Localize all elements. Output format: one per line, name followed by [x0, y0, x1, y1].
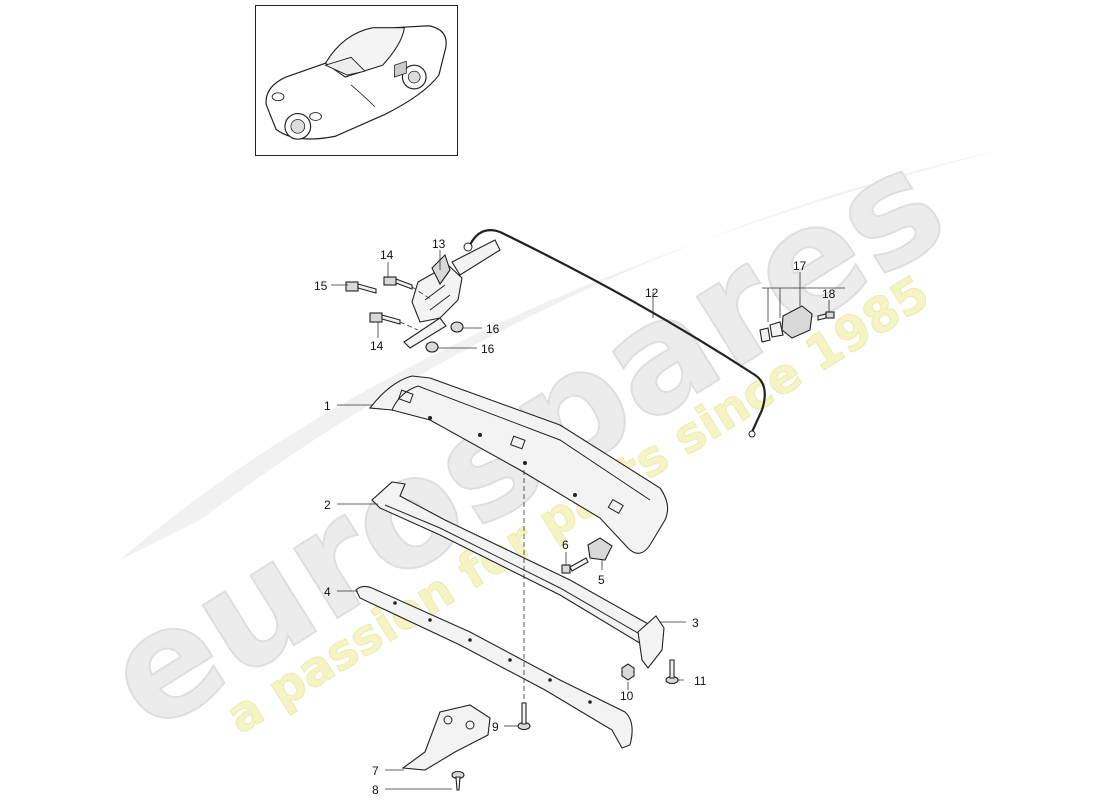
part-10-nut: [621, 663, 635, 681]
part-18-screw: [817, 311, 835, 321]
part-14-bolt-lower: [369, 312, 401, 325]
callout-8: 8: [372, 783, 379, 797]
part-4-lower-strip: [355, 585, 633, 749]
callout-11: 11: [694, 674, 707, 688]
callout-9: 9: [492, 720, 499, 734]
callout-16a: 16: [486, 322, 500, 336]
callout-13: 13: [432, 237, 446, 251]
callout-18: 18: [822, 287, 836, 301]
part-16-washer-lower: [425, 341, 439, 353]
callout-2: 2: [324, 498, 331, 512]
vehicle-thumbnail: [255, 5, 458, 156]
callout-3: 3: [692, 616, 699, 630]
callout-4: 4: [324, 585, 331, 599]
callout-10: 10: [620, 689, 634, 703]
part-8-screw: [451, 770, 465, 791]
callout-15: 15: [314, 279, 328, 293]
callout-1: 1: [324, 399, 331, 413]
part-3-end-cap: [637, 615, 665, 669]
leader-lines: [331, 250, 845, 790]
part-14-bolt-upper: [383, 276, 413, 290]
part-12-cable-end-2: [748, 430, 756, 438]
part-12-cable-end: [463, 242, 473, 252]
part-16-washer-upper: [450, 321, 464, 333]
callout-12: 12: [645, 286, 659, 300]
callout-5: 5: [598, 573, 605, 587]
callout-7: 7: [372, 764, 379, 778]
part-7-bracket: [401, 704, 491, 771]
callout-14b: 14: [370, 339, 384, 353]
callout-6: 6: [562, 538, 569, 552]
car-convertible-icon: [265, 25, 447, 140]
part-5-clip: [587, 537, 613, 561]
part-15-bolt: [345, 281, 377, 294]
callout-17: 17: [793, 259, 807, 273]
part-1-trim-panel: [368, 375, 669, 554]
callout-16b: 16: [481, 342, 495, 356]
callout-14a: 14: [380, 248, 394, 262]
part-17-clip-set: [759, 305, 813, 343]
part-13-lock-mechanism: [403, 239, 501, 349]
part-12-cable-rod: [469, 229, 766, 433]
part-11-screw: [665, 659, 679, 685]
part-9-screw: [517, 702, 531, 731]
